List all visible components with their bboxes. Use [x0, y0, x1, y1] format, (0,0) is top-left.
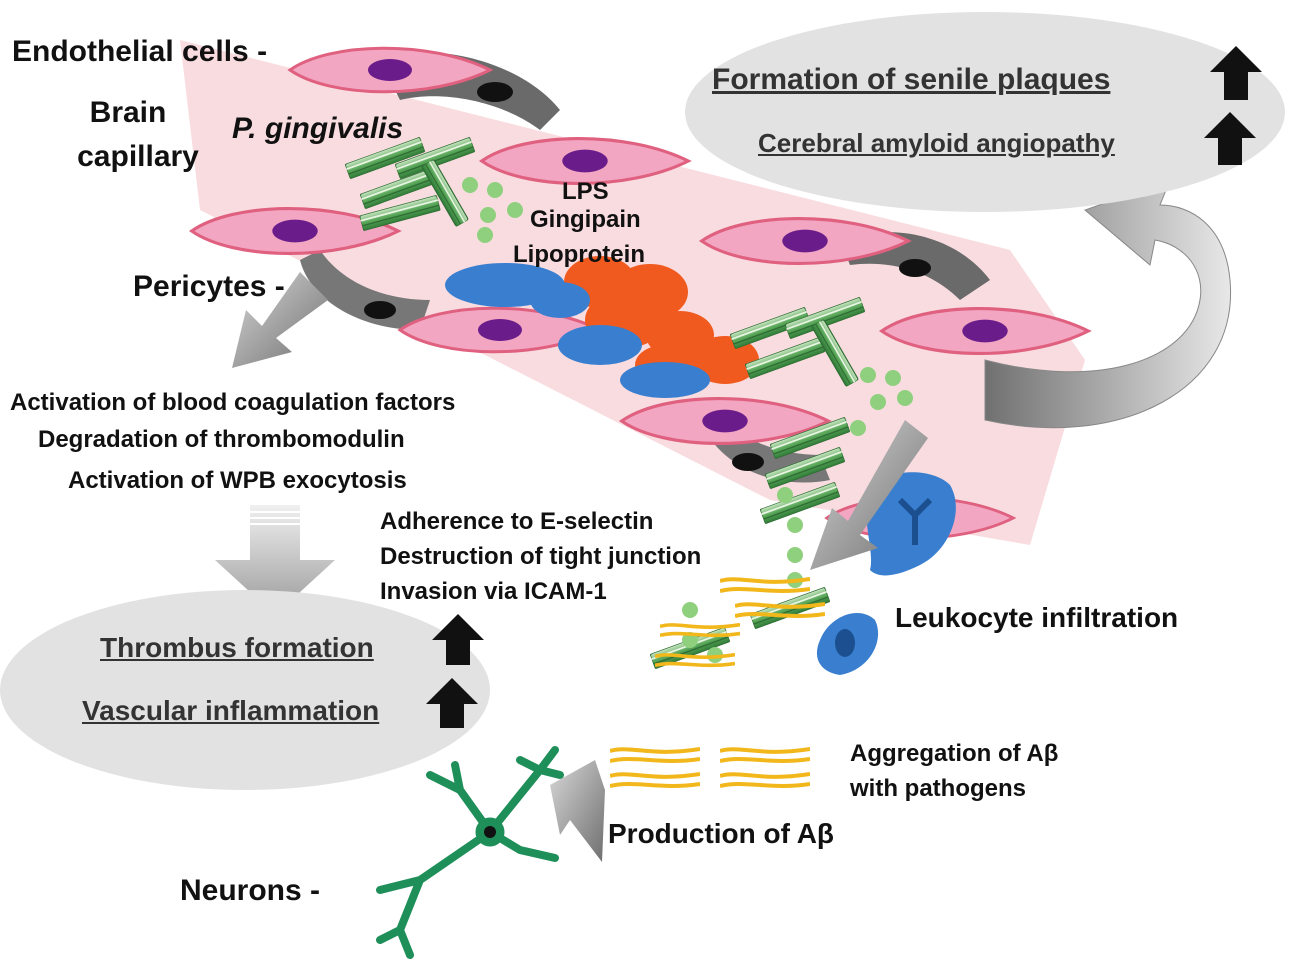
pericyte-cell: [300, 250, 430, 330]
label-aggregation-2: with pathogens: [850, 775, 1026, 802]
up-arrow-icon: [1204, 112, 1256, 165]
label-pericytes: Pericytes -: [133, 270, 285, 303]
label-brain: Brain: [89, 96, 167, 129]
effect-line: Destruction of tight junction: [380, 543, 702, 570]
effect-line: Invasion via ICAM-1: [380, 578, 607, 605]
leukocytes-lumen: [445, 263, 710, 398]
outcome-thrombus: Thrombus formation: [100, 632, 374, 663]
label-leukocyte-infiltration: Leukocyte infiltration: [895, 602, 1179, 633]
arrow-neuron-to-abeta: [550, 760, 605, 862]
effect-line: Adherence to E-selectin: [380, 508, 654, 535]
outcome-vascular: Vascular inflammation: [82, 695, 380, 726]
outcome-ellipse-left: [0, 590, 490, 790]
label-p-gingivalis: P. gingivalis: [232, 112, 404, 145]
label-aggregation-1: Aggregation of Aβ: [850, 740, 1059, 767]
arrow-down-thrombus: [215, 505, 335, 615]
outcome-ellipse-right: [685, 12, 1285, 212]
infiltrating-leukocytes: [816, 472, 956, 675]
label-production-abeta: Production of Aβ: [608, 818, 835, 849]
pericyte-nucleus: [899, 259, 931, 277]
label-neurons: Neurons -: [180, 874, 321, 907]
label-capillary: capillary: [77, 140, 199, 173]
curved-arrow-to-plaques: [984, 179, 1232, 429]
arrow-pericytes-to-effects: [232, 272, 328, 368]
up-arrow-icon: [426, 678, 478, 728]
pericyte-nucleus: [732, 453, 764, 471]
pericyte-nucleus: [364, 301, 396, 319]
neuron: [376, 746, 564, 959]
pericyte-nucleus: [477, 82, 513, 102]
effect-line: Degradation of thrombomodulin: [38, 426, 405, 453]
up-arrow-icons: [426, 46, 1262, 728]
label-endothelial-cells: Endothelial cells -: [12, 35, 268, 68]
outcome-caa: Cerebral amyloid angiopathy: [758, 128, 1115, 158]
effect-line: Activation of blood coagulation factors: [10, 389, 456, 416]
effect-line: Activation of WPB exocytosis: [68, 467, 407, 494]
arrow-down-stripes: [250, 511, 300, 525]
label-gingipain: Gingipain: [530, 206, 641, 233]
up-arrow-icon: [432, 614, 484, 665]
outcome-plaques: Formation of senile plaques: [712, 63, 1111, 96]
arrow-to-leukocyte-infiltration: [810, 420, 928, 570]
up-arrow-icon: [1210, 46, 1262, 100]
label-lps: LPS: [562, 178, 609, 205]
label-lipoprotein: Lipoprotein: [513, 241, 645, 268]
